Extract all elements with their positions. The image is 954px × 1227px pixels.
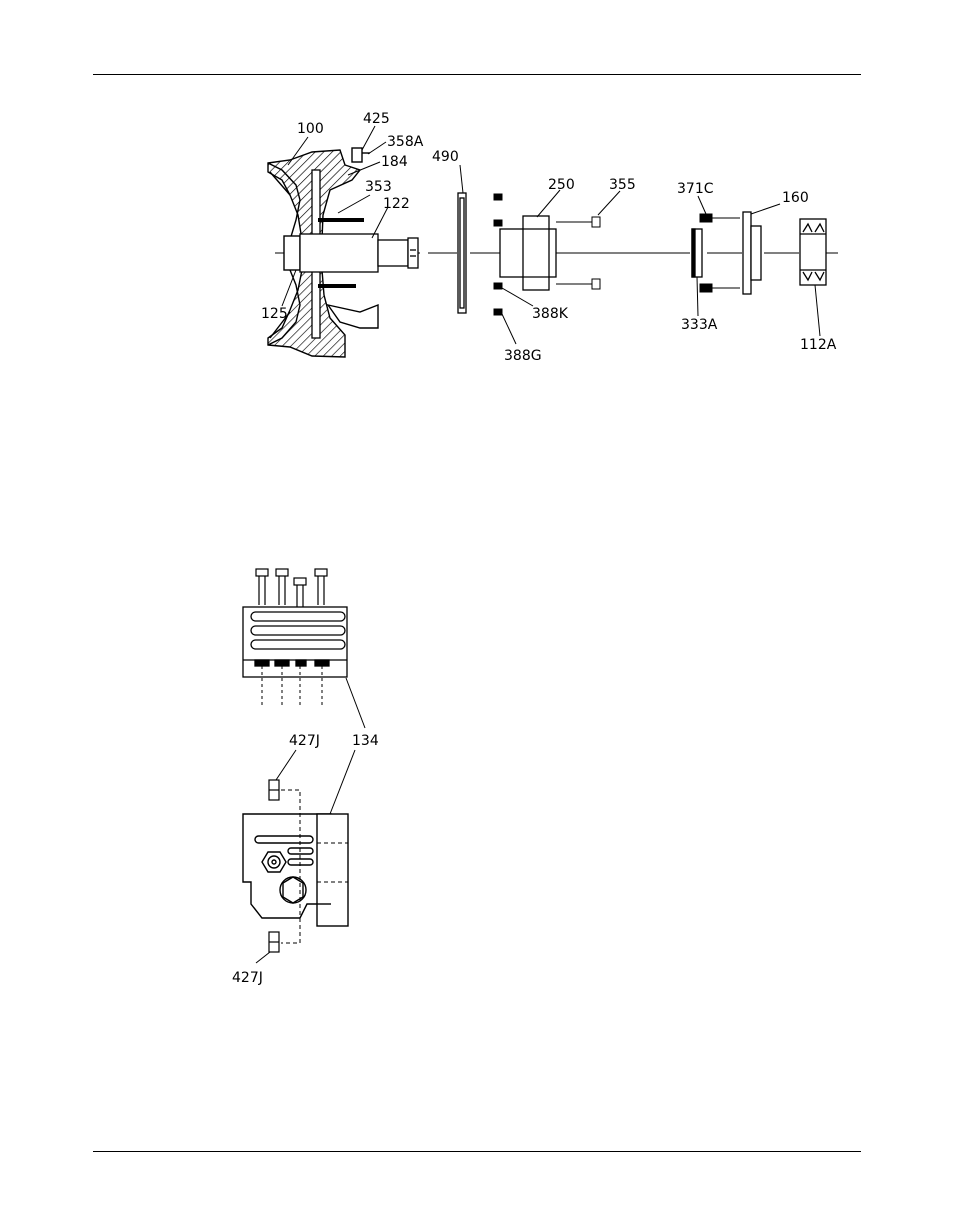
side-view-frame <box>243 814 348 926</box>
callout-134: 134 <box>352 733 379 749</box>
callout-427J-bottom: 427J <box>232 970 263 986</box>
top-view-frame <box>243 607 347 677</box>
top-view-bolts <box>256 569 327 607</box>
callout-427J-top: 427J <box>289 733 320 749</box>
